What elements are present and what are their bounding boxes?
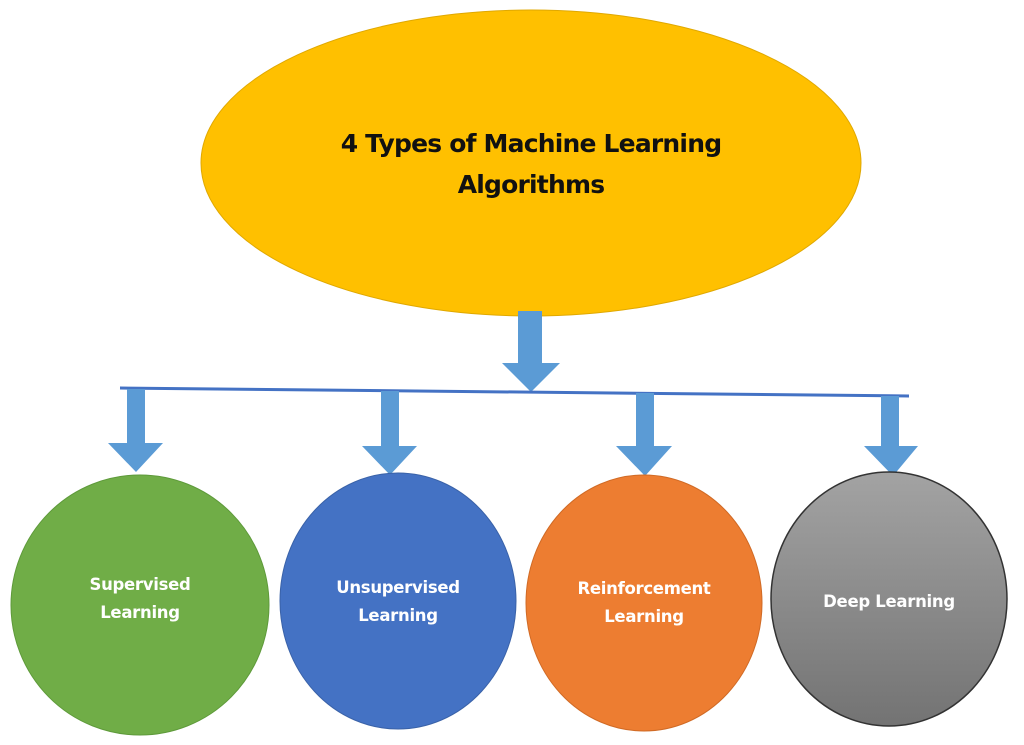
supervised-label-line-2: Learning [100, 603, 180, 622]
child-node-deep-learning: Deep Learning [770, 471, 1008, 727]
child-node-reinforcement: Reinforcement Learning [525, 474, 763, 732]
unsupervised-label-line-2: Learning [358, 606, 438, 625]
root-ellipse [200, 9, 862, 317]
arrow-to-deep-learning-icon [864, 396, 918, 476]
supervised-circle [10, 474, 270, 736]
deep-learning-label: Deep Learning [823, 592, 955, 611]
reinforcement-circle [525, 474, 763, 732]
unsupervised-label-line-1: Unsupervised [336, 578, 460, 597]
arrow-to-unsupervised-icon [362, 391, 417, 475]
supervised-label-line-1: Supervised [89, 575, 190, 594]
root-title-line-1: 4 Types of Machine Learning [341, 129, 722, 158]
root-title-line-2: Algorithms [458, 170, 605, 199]
connectors [108, 311, 918, 476]
deep-learning-circle [770, 471, 1008, 727]
arrow-to-supervised-icon [108, 389, 163, 472]
arrow-to-reinforcement-icon [616, 393, 672, 476]
reinforcement-label-line-2: Learning [604, 607, 684, 626]
bus-line [119, 386, 910, 398]
main-arrow-icon [502, 311, 560, 392]
root-node: 4 Types of Machine Learning Algorithms [200, 9, 862, 317]
unsupervised-circle [279, 472, 517, 730]
child-node-unsupervised: Unsupervised Learning [279, 472, 517, 730]
reinforcement-label-line-1: Reinforcement [577, 579, 710, 598]
child-node-supervised: Supervised Learning [10, 474, 270, 736]
